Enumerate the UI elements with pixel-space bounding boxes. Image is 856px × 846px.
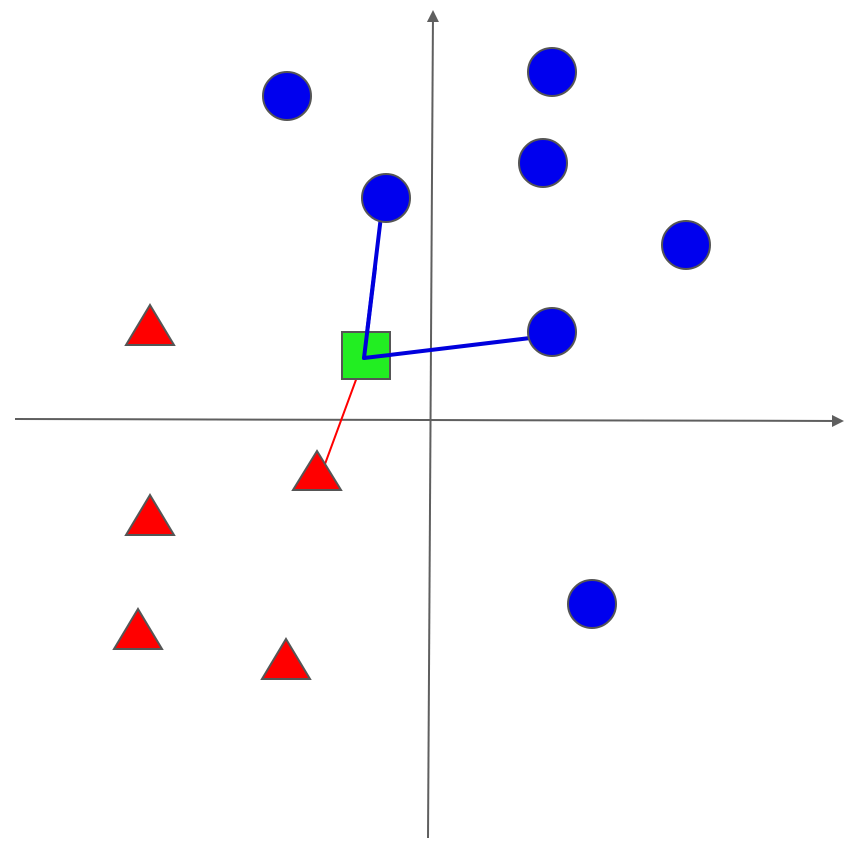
neighbor-link-class-a	[362, 266, 377, 360]
x-axis	[14, 414, 844, 427]
class-a-point	[527, 307, 577, 357]
class-b-point	[112, 607, 164, 650]
class-a-point	[262, 71, 312, 121]
class-a-point	[527, 47, 577, 97]
class-a-point	[567, 579, 617, 629]
class-b-point	[124, 303, 176, 346]
class-b-point	[260, 637, 312, 680]
class-b-point	[291, 449, 343, 491]
class-a-point	[661, 220, 711, 270]
class-a-point	[518, 138, 568, 188]
y-axis	[426, 10, 439, 839]
class-a-point	[361, 173, 411, 223]
class-b-point	[124, 493, 176, 536]
neighbor-link-class-a	[362, 353, 392, 360]
neighbor-link-class-a	[362, 334, 549, 360]
